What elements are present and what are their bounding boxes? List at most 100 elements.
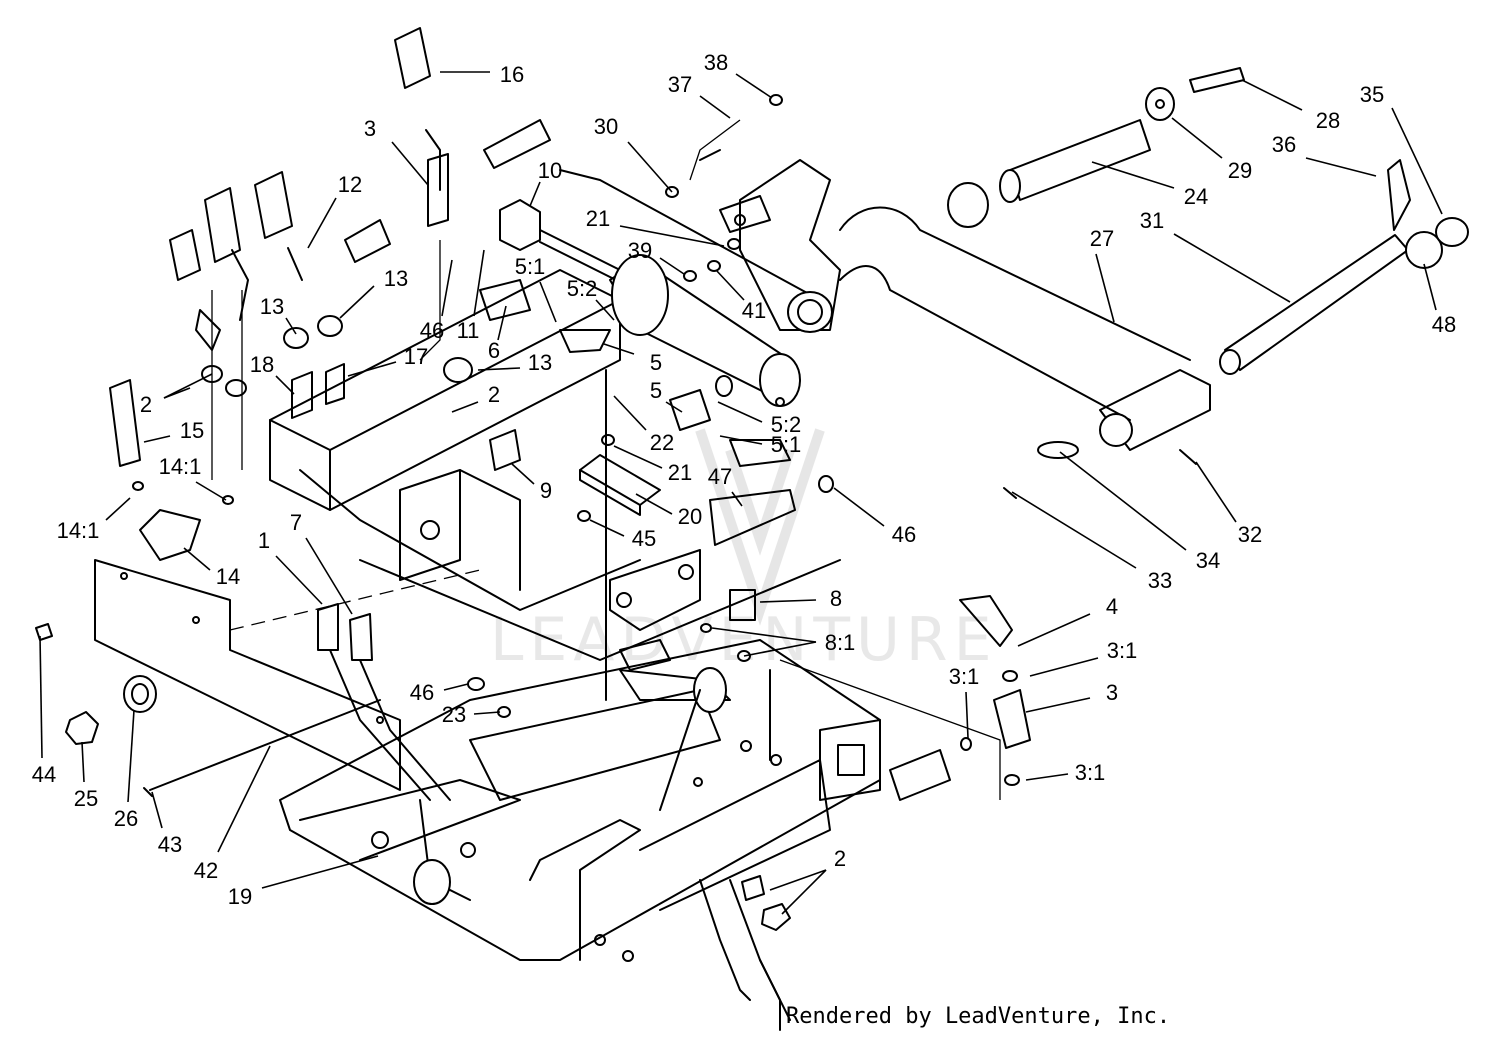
callout-leader (151, 791, 163, 829)
callout-leader (347, 361, 397, 377)
callout-label: 5:2 (771, 412, 802, 437)
callout-leader (39, 635, 43, 759)
callout-label: 48 (1432, 312, 1456, 337)
callout-leader (275, 375, 295, 395)
callout-leader (1017, 613, 1091, 647)
callout-43: 43 (151, 791, 182, 857)
callout-label: 25 (74, 786, 98, 811)
callout-leader (529, 181, 541, 207)
callout-label: 12 (338, 172, 362, 197)
lower-frame (279, 639, 881, 1031)
hitch-pin (1219, 159, 1469, 375)
callout-leader (305, 537, 353, 615)
callout-leader (261, 855, 379, 889)
callout-leader (81, 741, 85, 783)
callout-label: 19 (228, 884, 252, 909)
callout-16: 16 (440, 62, 524, 87)
callout-label: 13 (260, 294, 284, 319)
callout-leader (833, 487, 885, 527)
callout-leader (965, 691, 969, 739)
callout-label: 15 (180, 418, 204, 443)
callout-5-1: 5:1 (515, 254, 557, 323)
callout-leader (183, 547, 211, 571)
callout-14-1: 14:1 (57, 497, 131, 543)
callout-leader (451, 401, 479, 413)
callout-leader (1025, 697, 1091, 713)
callout-7: 7 (290, 510, 353, 615)
callout-14: 14 (183, 547, 240, 589)
callout-label: 14:1 (159, 454, 202, 479)
watermark: LEADVENTURE (490, 428, 992, 675)
callout-45: 45 (589, 519, 656, 551)
callout-leader (589, 519, 625, 537)
center-brackets (489, 429, 701, 631)
valve-block (109, 27, 1031, 801)
axle-bar (413, 667, 731, 905)
callout-2: 2 (769, 846, 846, 891)
pivot-tube (947, 67, 1245, 228)
callout-label: 18 (250, 352, 274, 377)
callout-21: 21 (586, 206, 725, 247)
callout-35: 35 (1360, 82, 1443, 215)
callout-1: 1 (258, 528, 323, 605)
callout-leader (195, 481, 227, 501)
callout-13: 13 (339, 266, 408, 319)
callout-label: 45 (632, 526, 656, 551)
callout-42: 42 (194, 745, 271, 883)
callout-label: 2 (834, 846, 846, 871)
callout-label: 1 (258, 528, 270, 553)
callout-28: 28 (1241, 79, 1340, 133)
callout-4: 4 (1017, 594, 1118, 647)
callout-leader (719, 435, 763, 445)
callout-leader (473, 249, 485, 317)
callout-label: 4 (1106, 594, 1118, 619)
callout-label: 8 (830, 586, 842, 611)
callout-5-2: 5:2 (567, 276, 615, 321)
callout-label: 21 (586, 206, 610, 231)
callout-leader (285, 317, 297, 335)
callout-leader (613, 395, 647, 431)
callout-label: 20 (678, 504, 702, 529)
callout-17: 17 (347, 344, 428, 377)
callout-12: 12 (307, 172, 362, 249)
callout-label: 41 (742, 298, 766, 323)
callout-24: 24 (1091, 161, 1208, 209)
callout-leader (1059, 451, 1187, 551)
callout-9: 9 (511, 463, 552, 503)
callout-leader (1171, 117, 1223, 159)
callout-18: 18 (250, 352, 295, 395)
callout-leader (497, 305, 507, 341)
callout-leader (1095, 253, 1115, 323)
callout-label: 14 (216, 564, 240, 589)
callout-leader (1011, 491, 1137, 569)
callout-label: 3:1 (1075, 760, 1106, 785)
callout-label: 39 (628, 238, 652, 263)
callout-leader (473, 711, 501, 715)
callout-27: 27 (1090, 226, 1115, 323)
callout-label: 3 (1106, 680, 1118, 705)
callout-label: 5:1 (771, 432, 802, 457)
callout-label: 31 (1140, 208, 1164, 233)
callout-2: 2 (451, 382, 500, 413)
callout-23: 23 (442, 702, 501, 727)
callout-label: 26 (114, 806, 138, 831)
callout-label: 46 (420, 318, 444, 343)
callout-2: 2 (140, 387, 191, 417)
callout-3-1: 3:1 (1029, 638, 1137, 677)
callout-label: 16 (500, 62, 524, 87)
callout-label: 33 (1148, 568, 1172, 593)
callout-22: 22 (613, 395, 674, 455)
callout-6: 6 (488, 305, 507, 363)
callout-label: 46 (410, 680, 434, 705)
callout-leader (391, 141, 429, 186)
callout-leader (595, 299, 615, 321)
hydraulic-cylinder (499, 199, 801, 407)
callout-19: 19 (228, 855, 379, 909)
callout-leader (769, 869, 827, 891)
callout-leader (275, 555, 323, 605)
callout-leader (699, 95, 731, 119)
callout-leader (759, 599, 817, 603)
callout-10: 10 (529, 158, 562, 207)
callout-3: 3 (364, 116, 429, 186)
